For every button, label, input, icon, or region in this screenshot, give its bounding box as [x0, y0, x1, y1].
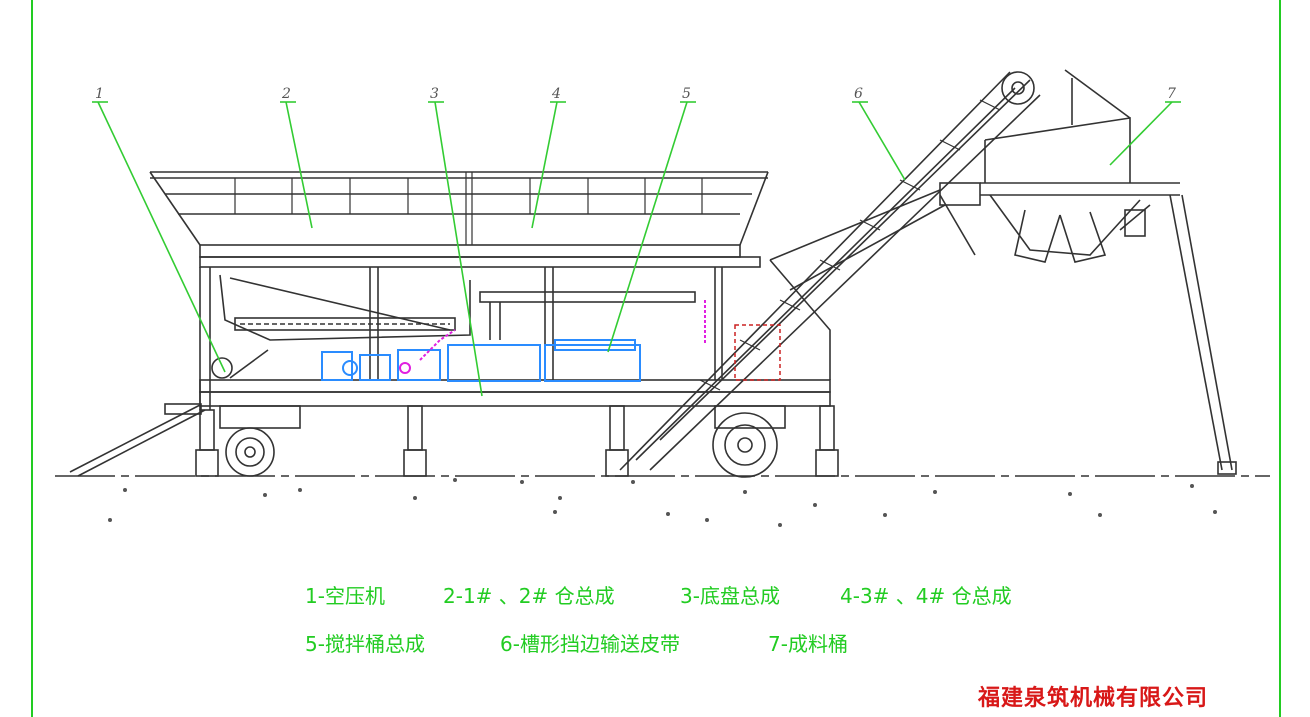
legend-item: 6-槽形挡边输送皮带	[500, 632, 680, 656]
dashed-box	[734, 324, 781, 381]
legend-item: 1-空压机	[305, 584, 385, 608]
valve-drawing	[399, 300, 706, 374]
callout-number: 6	[854, 86, 863, 102]
leader-line-1	[97, 101, 226, 373]
legend-item: 7-成料桶	[768, 632, 848, 656]
callout-number: 5	[682, 86, 691, 102]
mixer-drum-drawing	[321, 339, 641, 382]
leader-line-7	[1109, 101, 1173, 166]
legend-item: 4-3# 、4# 仓总成	[840, 584, 1012, 608]
leader-line-4	[531, 101, 558, 229]
leader-line-5	[607, 101, 688, 353]
leader-line-2	[285, 101, 313, 229]
leader-line-6	[858, 101, 906, 181]
legend-item: 5-搅拌桶总成	[305, 632, 425, 656]
callout-number: 3	[430, 86, 439, 102]
callout-number: 2	[281, 86, 291, 102]
ground-texture	[108, 478, 1217, 527]
leader-lines	[92, 101, 1181, 397]
callout-number: 1	[95, 86, 104, 102]
legend-item: 2-1# 、2# 仓总成	[443, 584, 615, 608]
machine-outline	[55, 69, 1270, 478]
company-name: 福建泉筑机械有限公司	[978, 685, 1209, 711]
legend-item: 3-底盘总成	[680, 584, 780, 608]
callout-number: 4	[551, 86, 561, 102]
callout-number: 7	[1167, 86, 1176, 102]
leader-line-3	[434, 101, 483, 397]
